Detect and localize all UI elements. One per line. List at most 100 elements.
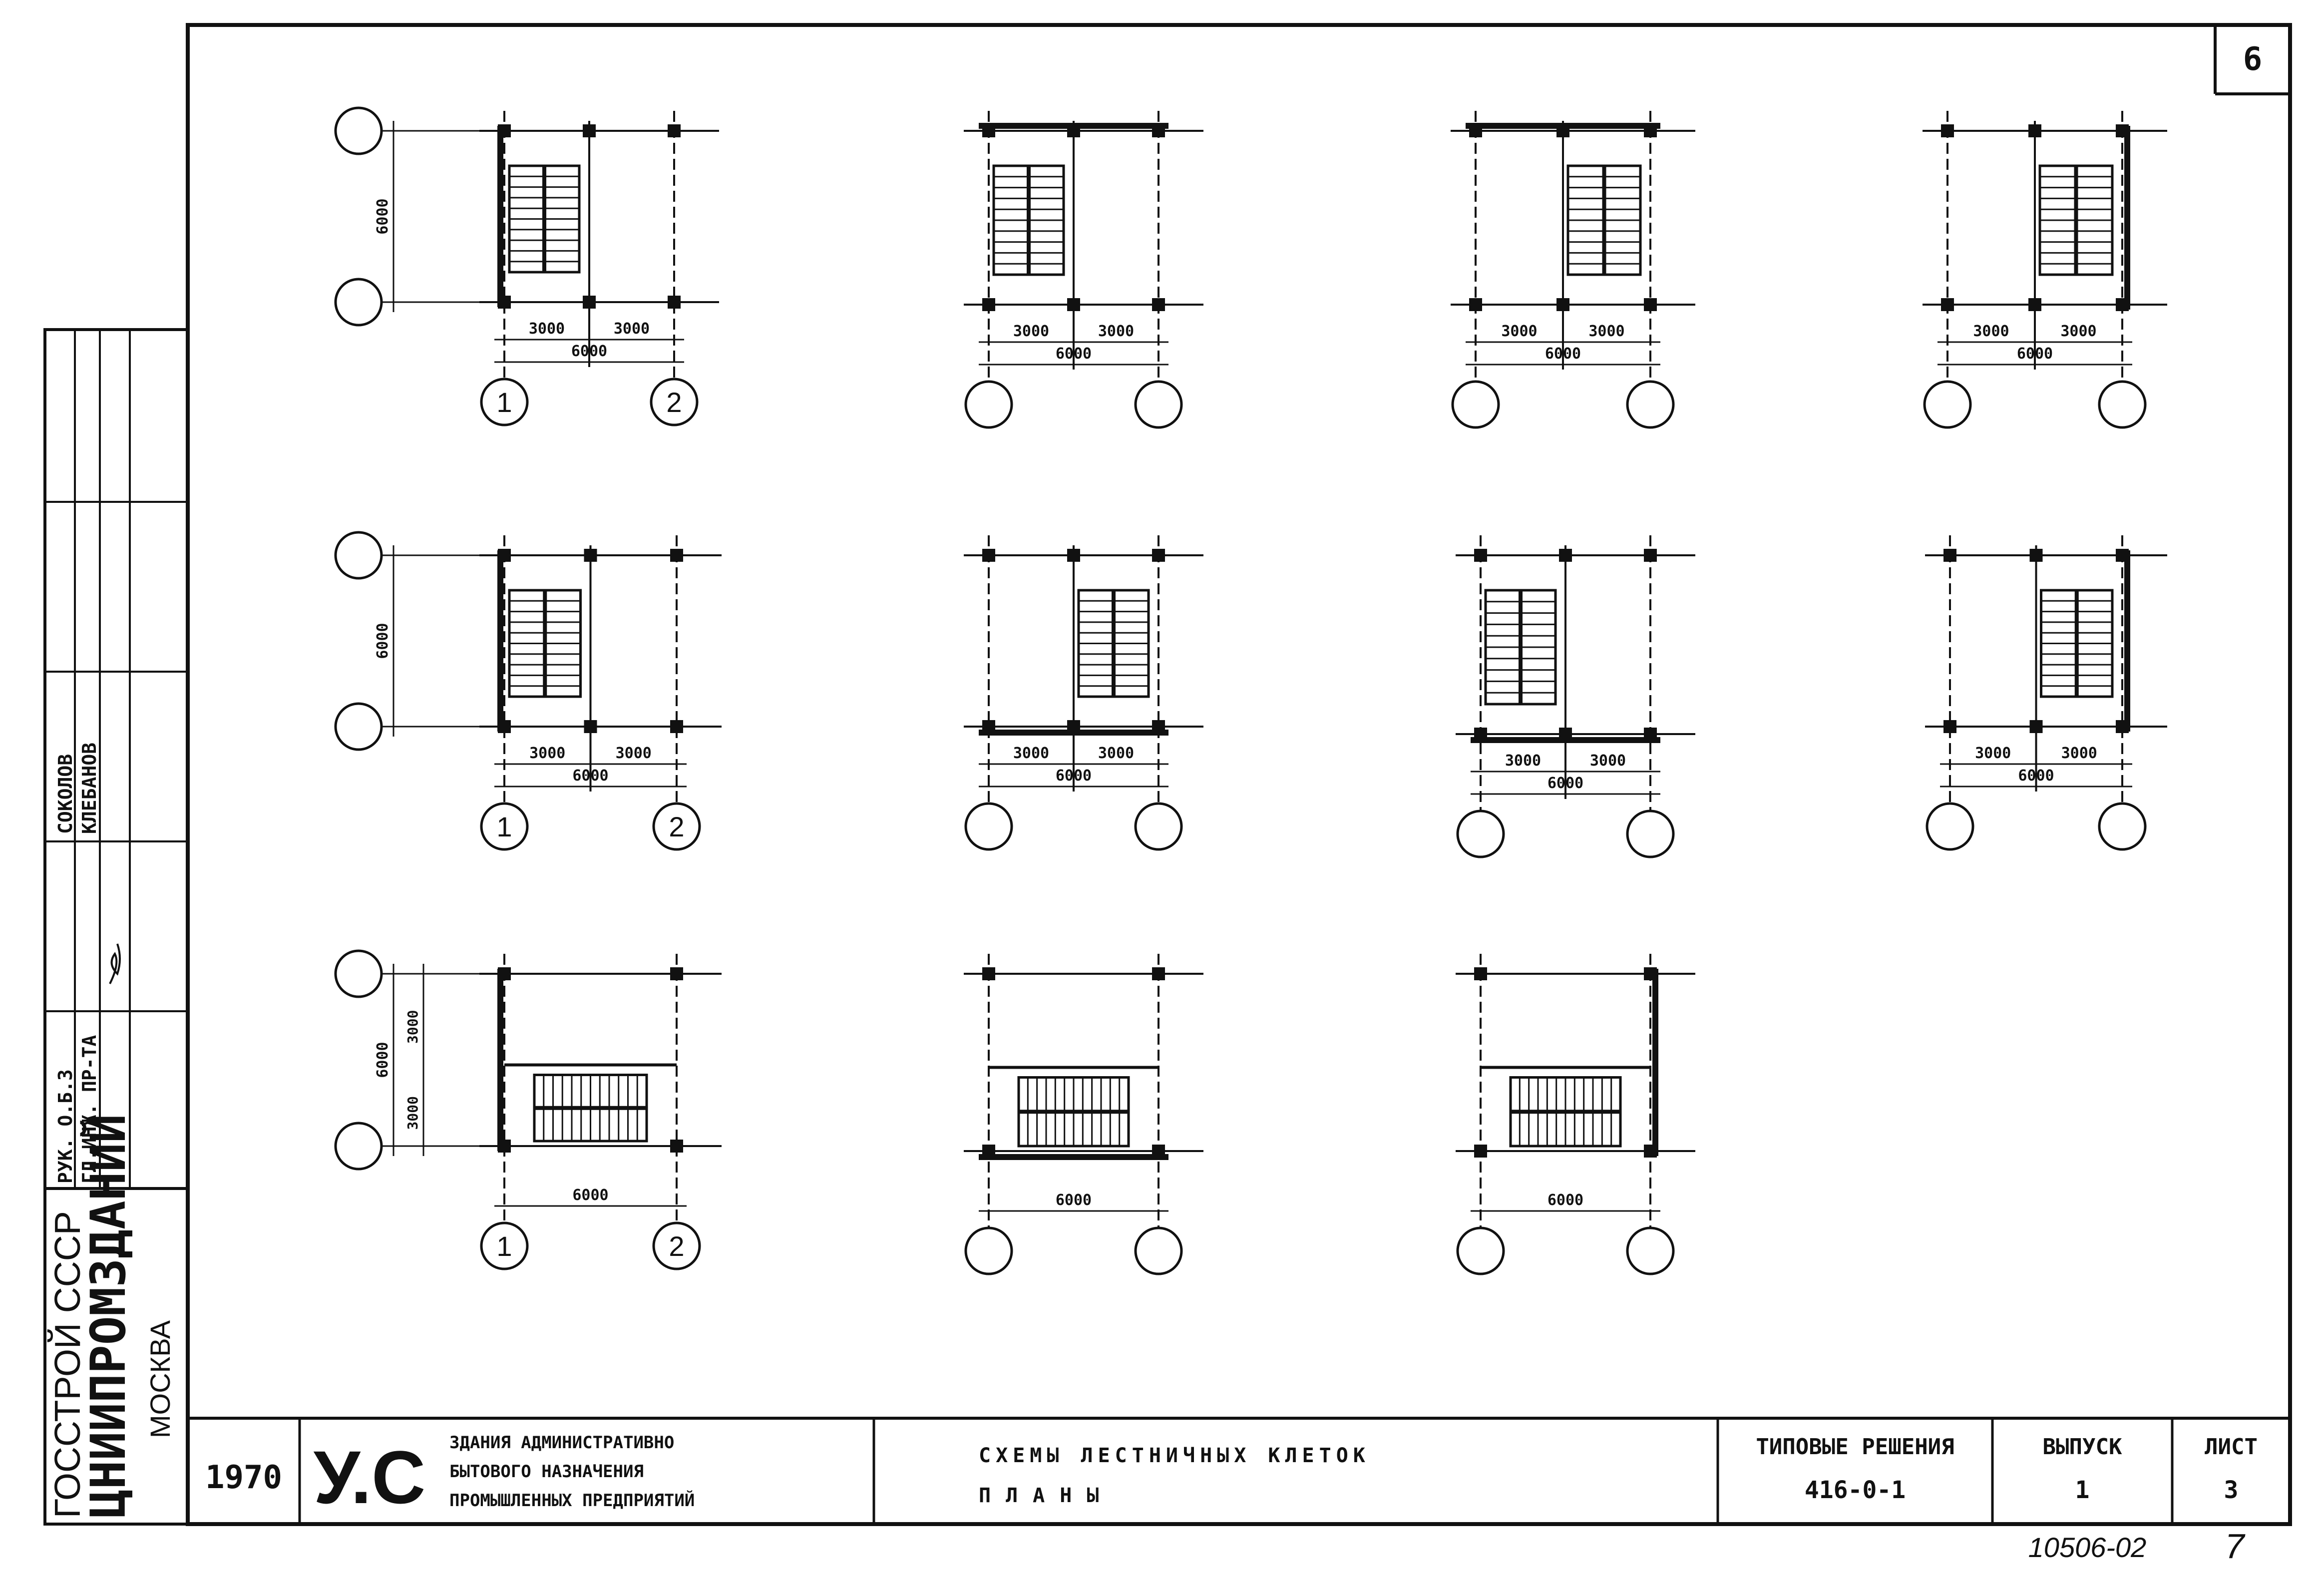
axis-bubble (1626, 1226, 1675, 1275)
axis-bubble (1134, 802, 1183, 851)
column (670, 1140, 683, 1153)
column (1943, 720, 1956, 733)
bearing-wall (1652, 969, 1658, 1156)
column (1943, 549, 1956, 562)
column (2028, 124, 2041, 137)
dimension-vertical-part-label: 3000 (404, 1096, 421, 1130)
column (982, 967, 995, 980)
axis-bubble (480, 1221, 529, 1270)
dimension-label: 3000 (1013, 323, 1049, 340)
stamp-city: МОСКВА (144, 1320, 176, 1438)
project-line-2: БЫТОВОГО НАЗНАЧЕНИЯ (449, 1462, 644, 1482)
column (1067, 549, 1080, 562)
axis-bubble-label: 1 (496, 1230, 512, 1262)
column (498, 124, 511, 137)
series-value: 416-0-1 (1805, 1476, 1906, 1504)
column (2116, 124, 2129, 137)
signature-mark (109, 943, 121, 984)
dimension-label: 3000 (2060, 323, 2096, 340)
column (1559, 549, 1572, 562)
axis-bubble (1626, 809, 1675, 858)
column (2116, 549, 2129, 562)
project-line-3: ПРОМЫШЛЕННЫХ ПРЕДПРИЯТИЙ (449, 1490, 695, 1511)
axis-bubble (480, 802, 529, 851)
column (1474, 967, 1487, 980)
title-year: 1970 (205, 1459, 282, 1496)
dimension-vertical-label: 6000 (374, 198, 391, 234)
dimension-total-label: 6000 (1056, 767, 1092, 785)
axis-bubble (1923, 380, 1972, 429)
column (498, 549, 511, 562)
bearing-wall (979, 1154, 1168, 1160)
stamp-institute: ЦНИИПРОМЗДАНИЙ (80, 1114, 136, 1518)
column (1152, 720, 1165, 733)
sheet-title-line-1: СХЕМЫ ЛЕСТНИЧНЫХ КЛЕТОК (979, 1444, 1370, 1467)
column (583, 296, 596, 309)
bearing-wall (2124, 126, 2130, 310)
column (1941, 298, 1954, 311)
column (1644, 124, 1657, 137)
column (2116, 298, 2129, 311)
column (498, 720, 511, 733)
column (1067, 298, 1080, 311)
axis-bubble (334, 278, 383, 327)
axis-bubble (334, 106, 383, 155)
axis-bubble (652, 802, 701, 851)
axis-bubble (2098, 380, 2147, 429)
column (1941, 124, 1954, 137)
sheet-label: ЛИСТ (2205, 1434, 2258, 1460)
column (2116, 720, 2129, 733)
dimension-label: 3000 (529, 745, 565, 762)
column (1474, 1145, 1487, 1158)
column (668, 296, 681, 309)
axis-bubble (1456, 809, 1505, 858)
approval-stamp: РУК. О.Б.З ГЛ.ИНЖ. ПР-ТА СОКОЛОВ КЛЕБАНО… (43, 328, 189, 1526)
axis-bubble (964, 380, 1013, 429)
axis-bubble (1134, 380, 1183, 429)
column (2029, 549, 2043, 562)
dimension-total-label: 6000 (572, 767, 608, 785)
dimension-total-label: 6000 (1548, 775, 1583, 792)
column (982, 1145, 995, 1158)
dimension-vertical-label: 6000 (374, 1042, 391, 1078)
dimension-label: 3000 (1013, 745, 1049, 762)
corner-number-box: 6 (2214, 25, 2290, 95)
issue-value: 1 (2075, 1476, 2090, 1504)
column (1474, 549, 1487, 562)
column (1644, 728, 1657, 741)
dimension-total-label: 6000 (1548, 1191, 1583, 1209)
column (1556, 124, 1569, 137)
bearing-wall (497, 969, 503, 1151)
column (1067, 124, 1080, 137)
sheet-value: 3 (2224, 1476, 2239, 1504)
axis-bubble (480, 378, 529, 426)
stamp-role-2: ГЛ.ИНЖ. ПР-ТА (78, 1035, 100, 1184)
column (584, 549, 597, 562)
axis-bubble (1626, 380, 1675, 429)
bearing-wall (2124, 550, 2130, 732)
axis-bubble (334, 702, 383, 751)
column (982, 298, 995, 311)
column (1067, 720, 1080, 733)
axis-bubble (1926, 802, 1974, 851)
stamp-name-2: КЛЕБАНОВ (78, 743, 100, 834)
column (498, 296, 511, 309)
stamp-ministry: ГОССТРОЙ СССР (47, 1211, 88, 1518)
axis-bubble-label: 2 (669, 1230, 684, 1262)
column (1644, 549, 1657, 562)
column (982, 720, 995, 733)
title-block: 1970 У.С ЗДАНИЯ АДМИНИСТРАТИВНО БЫТОВОГО… (188, 1417, 2290, 1524)
dimension-label: 3000 (1098, 745, 1134, 762)
page-number: 7 (2225, 1527, 2246, 1566)
dimension-label: 3000 (1098, 323, 1134, 340)
column (1152, 549, 1165, 562)
dimension-total-label: 6000 (571, 343, 607, 360)
dimension-label: 3000 (529, 320, 565, 338)
